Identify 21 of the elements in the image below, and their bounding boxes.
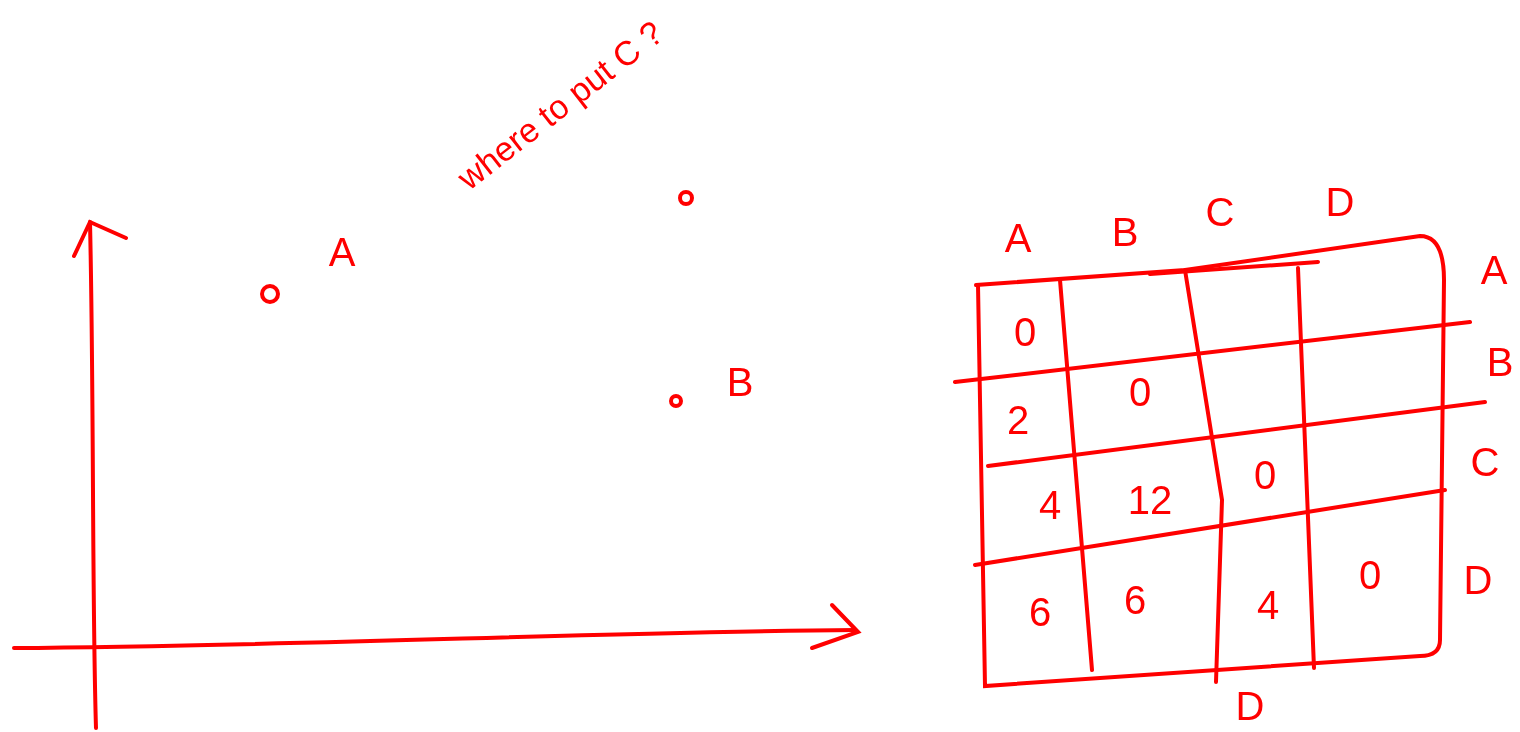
matrix-label: 4 bbox=[1038, 485, 1062, 525]
matrix-label: 4 bbox=[1256, 585, 1280, 625]
matrix-label: C bbox=[1205, 192, 1235, 232]
matrix-label: 2 bbox=[1006, 400, 1030, 440]
matrix-label: 12 bbox=[1127, 480, 1173, 520]
matrix-label: 6 bbox=[1028, 592, 1052, 632]
matrix-label: D bbox=[1463, 560, 1493, 600]
point-label: A bbox=[328, 232, 356, 272]
matrix-label: 0 bbox=[1253, 455, 1277, 495]
matrix-label: B bbox=[1111, 212, 1139, 252]
matrix-label: B bbox=[1486, 342, 1514, 382]
matrix-label: D bbox=[1325, 182, 1355, 222]
matrix-label: A bbox=[1480, 250, 1508, 290]
matrix-label: 0 bbox=[1013, 312, 1037, 352]
matrix-label: 6 bbox=[1123, 580, 1147, 620]
matrix-label: 0 bbox=[1358, 555, 1382, 595]
matrix-label: 0 bbox=[1128, 372, 1152, 412]
matrix-label: D bbox=[1235, 686, 1265, 726]
matrix-label: C bbox=[1470, 442, 1500, 482]
point-label: B bbox=[726, 362, 754, 402]
matrix-label: A bbox=[1004, 218, 1032, 258]
